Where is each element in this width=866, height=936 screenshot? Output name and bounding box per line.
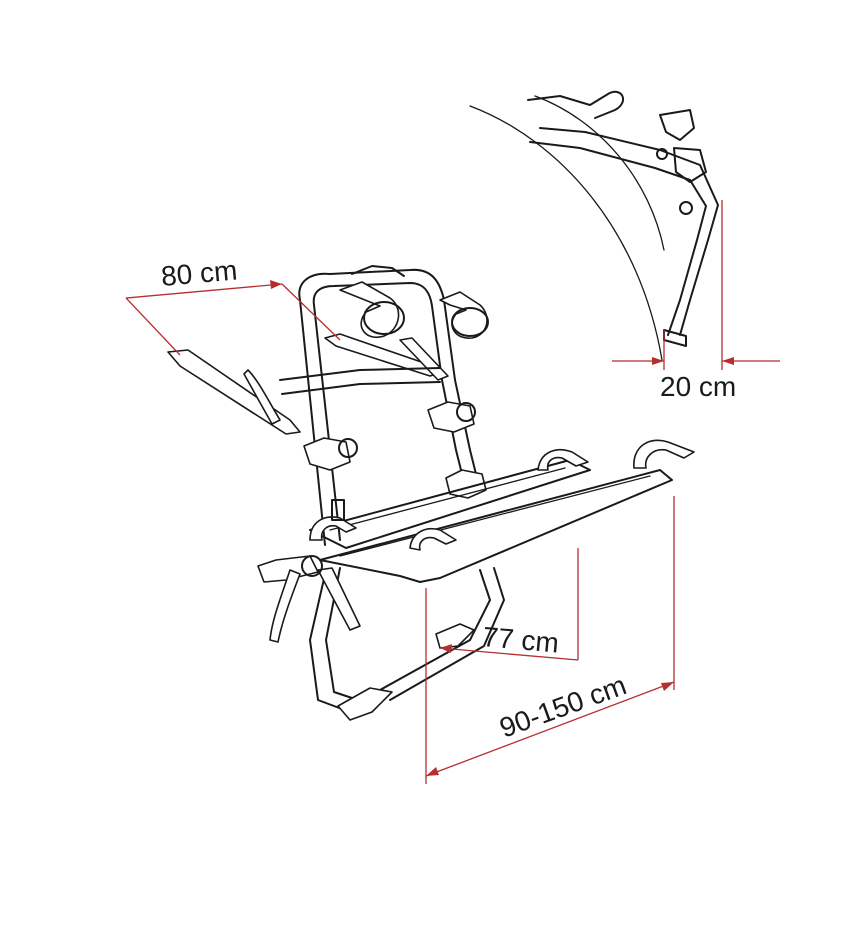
mid-clamp-left [303,437,351,471]
bottom-strap-hang [269,569,301,643]
dim-80-line [125,283,283,299]
top-crossbar [351,265,405,277]
dim-span-arrow-left [426,767,439,776]
rail-front-inner [339,475,651,557]
wheel-holder-1 [537,448,589,471]
wheel-holder-3 [409,528,457,551]
dim-span-arrow-right [661,682,674,691]
main-rack [167,265,695,721]
top-hook-left-ring [363,301,405,335]
wheel-holder-2 [633,439,695,469]
dim-80-arrow-right [270,280,282,289]
dim-span-line [425,681,675,777]
rail-length-label: 77 cm [481,621,560,659]
dim-arrow-right [722,357,734,365]
lower-leg-right [379,569,491,691]
middle-crossbar-2 [281,381,441,395]
top-strap-left [167,349,301,435]
rear-offset-label: 20 cm [660,371,736,402]
top-strap-curl [243,369,281,425]
bottom-strap-right [317,567,361,631]
mid-clamp-right [427,401,475,433]
dim-80-ext-left [125,297,181,356]
middle-crossbar [279,367,441,381]
lower-pad-left [337,687,393,721]
wheel-holder-4 [309,516,357,541]
top-hook-right-ring [451,307,489,337]
rail-back [309,459,591,549]
dim-arrow-left [652,357,664,365]
post-center [331,499,345,521]
dim-77-arrow-left [440,644,452,653]
dim-80-ext-right [281,283,341,341]
rail-back-inner [329,467,566,531]
dim-77-line [439,647,579,661]
side-knob [679,201,693,215]
bottom-knob [301,555,323,577]
width-top-dimension: 80 cm [125,254,341,356]
lower-pad-right [435,623,475,649]
rear-offset-dimension: 20 cm [612,200,780,402]
side-clamp [659,109,695,141]
top-strap-right [399,337,449,381]
mid-knob-left [338,438,358,458]
mid-knob-right [456,402,476,422]
upper-frame-inner [312,282,467,541]
rail-length-dimension: 77 cm [439,548,579,661]
side-foot [663,329,687,347]
lower-leg-right-inner [389,567,505,701]
rail-front [319,469,673,583]
car-rear-outline [469,105,663,361]
side-knob-2 [656,148,668,160]
side-clamp-lower [673,147,707,183]
lower-leg-left-inner [325,567,359,701]
side-top-holder [527,91,625,119]
car-rear-edge [534,95,665,251]
side-view [469,91,719,361]
lower-leg-left [309,569,351,713]
width-top-label: 80 cm [160,254,239,292]
side-rack-arm-inner [529,141,707,336]
side-rack-arm [539,127,719,336]
